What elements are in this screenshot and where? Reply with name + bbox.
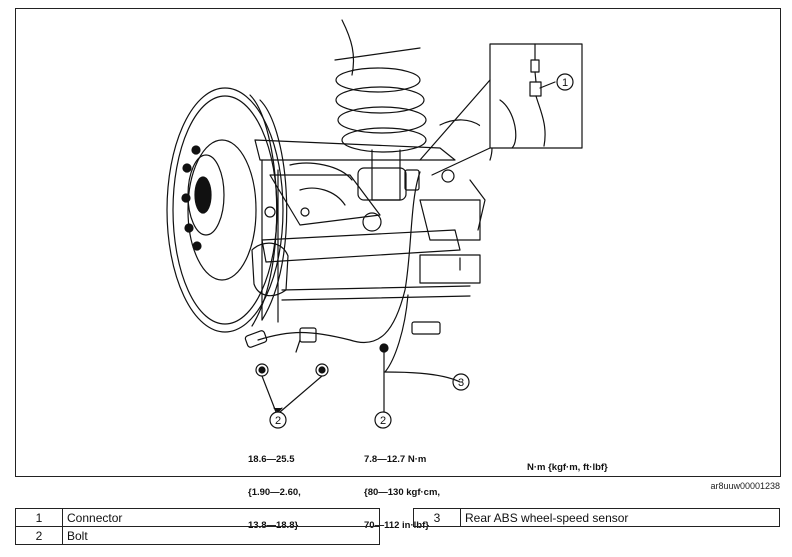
torque-right-line1: 7.8—12.7 N·m	[364, 454, 427, 465]
legend-num: 3	[413, 508, 461, 527]
brake-disc	[166, 87, 288, 333]
legend-row: 3 Rear ABS wheel-speed sensor	[413, 508, 780, 527]
abs-sensor-cable	[244, 169, 461, 383]
legend-label: Bolt	[62, 526, 380, 545]
legend-label: Rear ABS wheel-speed sensor	[460, 508, 780, 527]
legend-num: 1	[15, 508, 63, 527]
figure-id: ar8uuw00001238	[710, 481, 780, 491]
torque-left-line1: 18.6—25.5	[248, 454, 295, 465]
legend-row: 2 Bolt	[15, 526, 380, 545]
torque-right-line2: {80—130 kgf·cm,	[364, 487, 441, 498]
torque-left-line2: {1.90—2.60,	[248, 487, 301, 498]
legend-label: Connector	[62, 508, 380, 527]
callout-leaders	[261, 73, 574, 429]
illustration-frame	[15, 8, 781, 477]
callout-bolt-left: 2	[275, 415, 281, 427]
legend-table-left: 1 Connector 2 Bolt	[15, 508, 380, 545]
callout-sensor: 3	[458, 377, 464, 389]
legend-row: 1 Connector	[15, 508, 380, 527]
callout-connector: 1	[562, 77, 568, 89]
coil-spring	[334, 19, 427, 201]
legend-table-right: 3 Rear ABS wheel-speed sensor	[413, 508, 780, 527]
torque-units-note: N·m {kgf·m, ft·lbf}	[527, 462, 608, 473]
control-arms	[251, 119, 493, 323]
connector-detail-inset	[419, 43, 583, 176]
legend-num: 2	[15, 526, 63, 545]
callout-bolt-right: 2	[380, 415, 386, 427]
